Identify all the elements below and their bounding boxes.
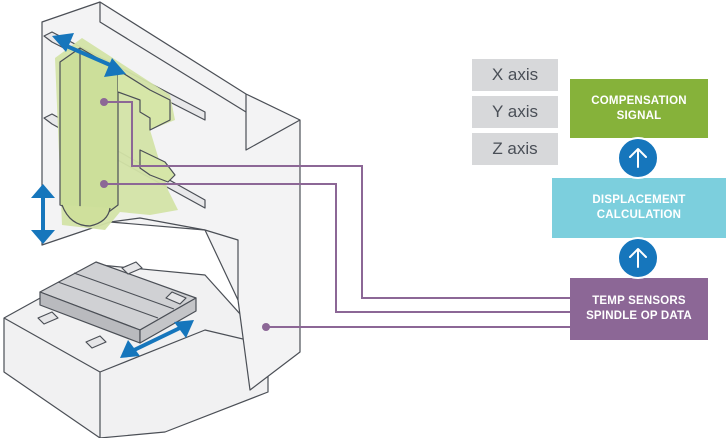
displacement-calculation-box: DISPLACEMENT CALCULATION xyxy=(552,178,726,238)
sensor-line-2 xyxy=(104,183,570,313)
arrow-up-icon xyxy=(617,237,659,279)
arrow-up-icon xyxy=(617,137,659,179)
x-axis-label: X axis xyxy=(472,59,558,91)
temp-sensors-box: TEMP SENSORS SPINDLE OP DATA xyxy=(570,278,708,340)
sensors-line-1: TEMP SENSORS xyxy=(592,295,686,307)
displacement-line-2: CALCULATION xyxy=(596,209,682,221)
y-motion-arrow xyxy=(120,320,194,358)
compensation-line-1: COMPENSATION xyxy=(591,94,687,107)
sensor-line-1 xyxy=(104,101,570,299)
z-motion-arrow xyxy=(31,184,55,244)
sensor-point-1 xyxy=(100,98,108,106)
compensation-signal-box: COMPENSATION SIGNAL xyxy=(570,79,708,138)
z-axis-label: Z axis xyxy=(472,133,558,165)
x-motion-arrow xyxy=(52,33,126,77)
sensor-point-3 xyxy=(262,323,270,331)
sensors-line-2: SPINDLE OP DATA xyxy=(586,310,692,322)
sensor-point-2 xyxy=(100,180,108,188)
compensation-line-2: SIGNAL xyxy=(616,109,662,122)
displacement-line-1: DISPLACEMENT xyxy=(592,194,686,206)
y-axis-label: Y axis xyxy=(472,96,558,128)
